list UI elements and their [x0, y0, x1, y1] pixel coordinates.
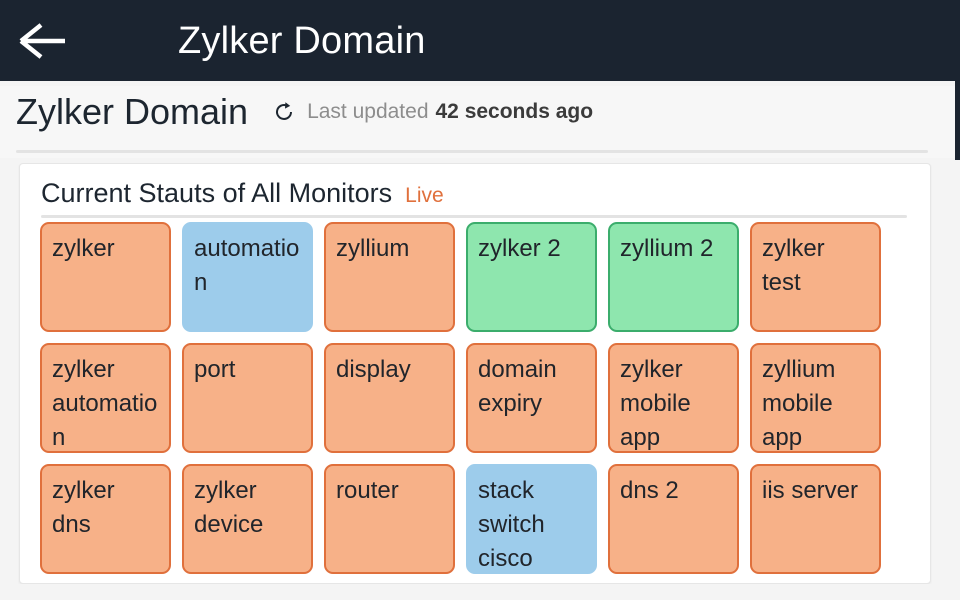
monitor-tile[interactable]: stack switch cisco: [466, 464, 597, 574]
monitor-tile[interactable]: zylker device: [182, 464, 313, 574]
page-title: Zylker Domain: [16, 91, 249, 132]
monitor-tile[interactable]: zyllium mobile app: [750, 343, 881, 453]
monitor-tile[interactable]: dns 2: [608, 464, 739, 574]
monitor-tile[interactable]: zylker automation: [40, 343, 171, 453]
card-header: Current Stauts of All Monitors Live: [20, 164, 930, 213]
monitor-tile[interactable]: zylker dns: [40, 464, 171, 574]
app-bar-title: Zylker Domain: [178, 19, 426, 62]
monitor-tile[interactable]: display: [324, 343, 455, 453]
last-updated-label: Last updated: [307, 100, 429, 123]
app-bar: Zylker Domain: [0, 0, 960, 81]
monitor-tile[interactable]: domain expiry: [466, 343, 597, 453]
monitor-tile[interactable]: zyllium 2: [608, 222, 739, 332]
page-bottom-strip: [0, 584, 960, 600]
back-button[interactable]: [0, 0, 86, 81]
monitor-tile[interactable]: router: [324, 464, 455, 574]
monitor-tile[interactable]: zylker test: [750, 222, 881, 332]
monitor-tile[interactable]: zyllium: [324, 222, 455, 332]
monitor-tile[interactable]: iis server: [750, 464, 881, 574]
refresh-icon[interactable]: [272, 100, 296, 124]
monitor-tile[interactable]: zylker: [40, 222, 171, 332]
card-title: Current Stauts of All Monitors: [41, 178, 393, 208]
monitor-tile[interactable]: automation: [182, 222, 313, 332]
right-edge-strip: [955, 0, 960, 160]
monitors-card: Current Stauts of All Monitors Live zylk…: [19, 163, 931, 584]
last-updated-group: Last updated 42 seconds ago: [272, 100, 593, 124]
sub-header: Zylker Domain Last updated 42 seconds ag…: [0, 86, 955, 158]
last-updated-value: 42 seconds ago: [435, 100, 594, 123]
arrow-left-icon: [17, 21, 69, 61]
live-badge: Live: [405, 184, 444, 207]
monitor-tile[interactable]: zylker mobile app: [608, 343, 739, 453]
card-divider: [41, 215, 907, 218]
monitor-tile[interactable]: port: [182, 343, 313, 453]
monitor-tile[interactable]: zylker 2: [466, 222, 597, 332]
sub-header-divider: [16, 150, 928, 153]
